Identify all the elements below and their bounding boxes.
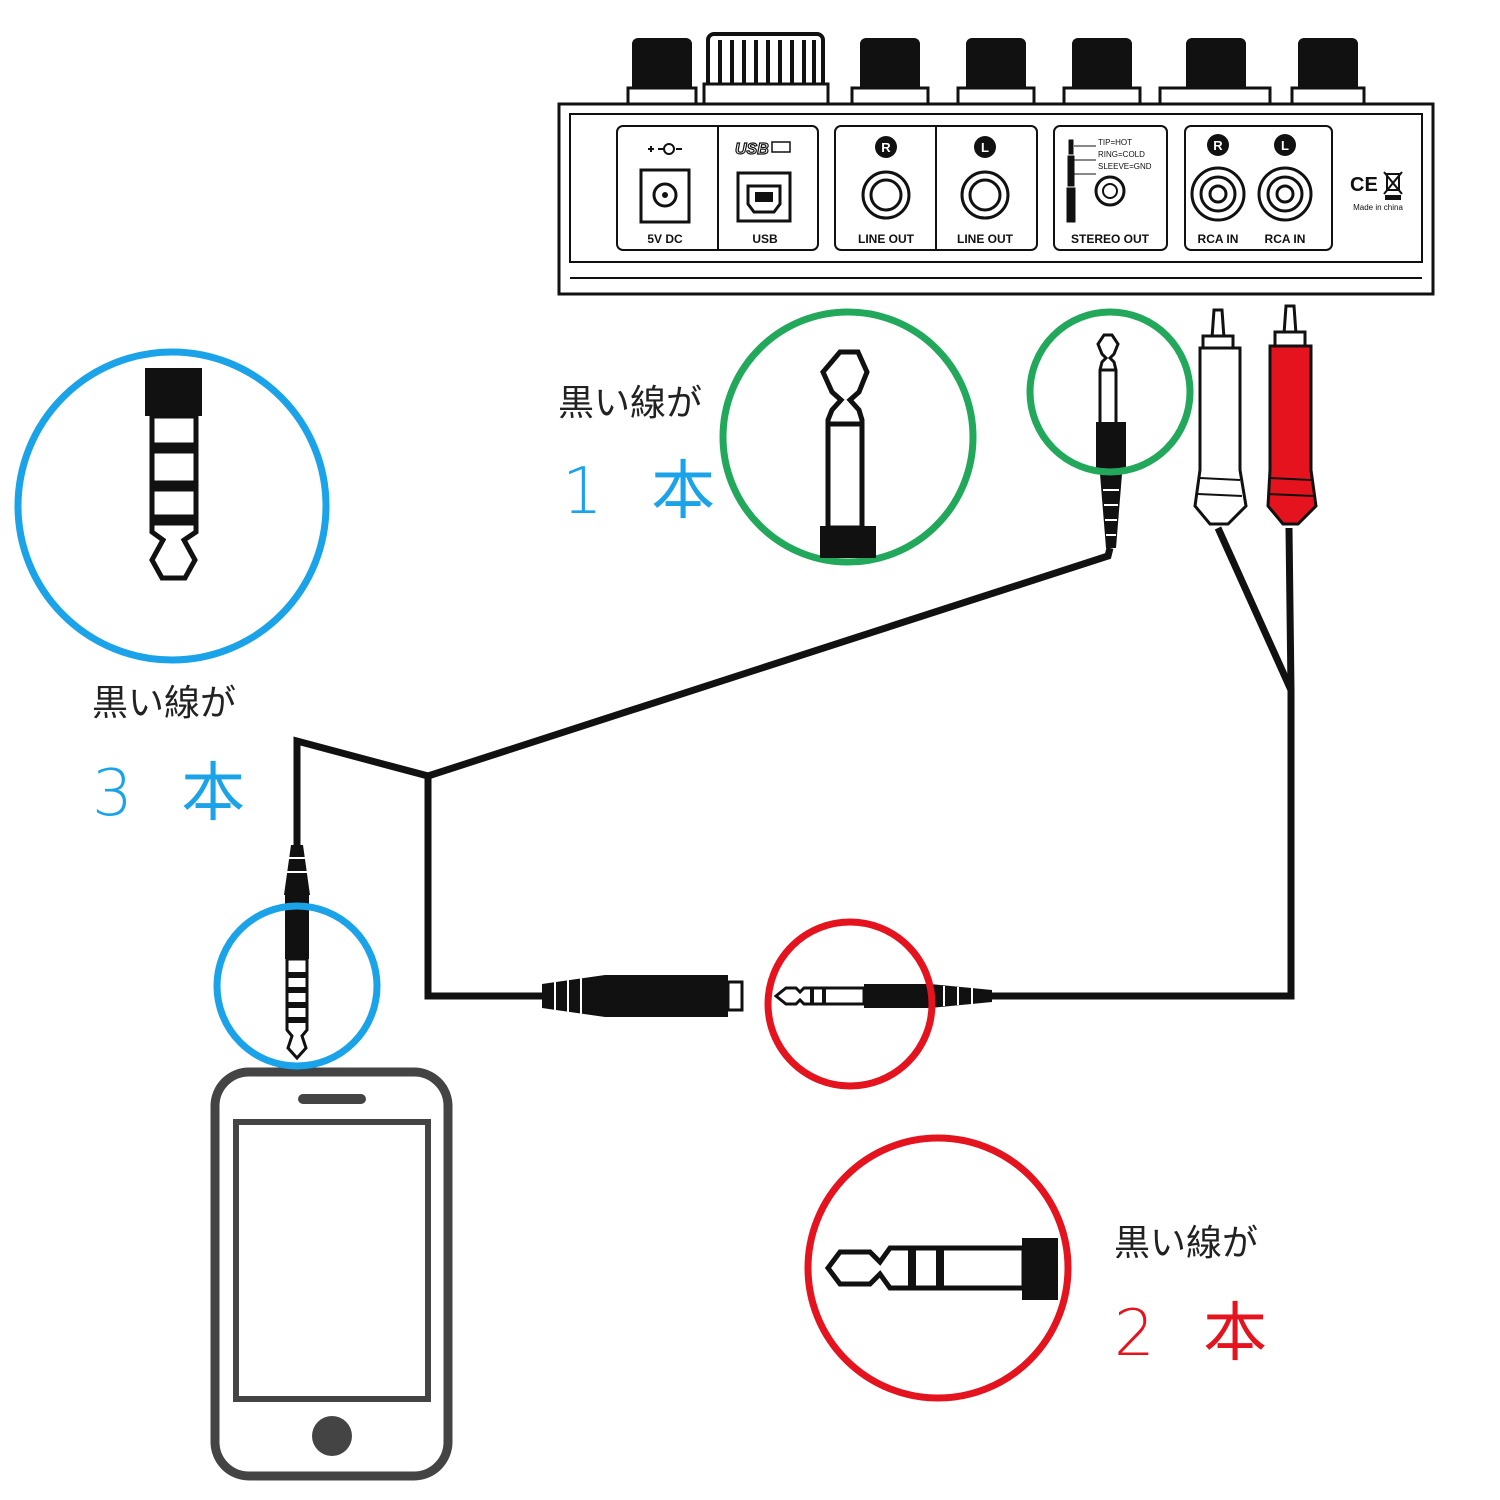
line-out-l-label: LINE OUT [957, 232, 1014, 246]
trrs-plug-icon [145, 368, 202, 581]
cables [293, 526, 1295, 1000]
trs-callout-count: 2 本 [1114, 1297, 1282, 1371]
rca-in-group: R RCA IN L RCA IN [1184, 125, 1333, 251]
knob-icon [1158, 38, 1272, 106]
ts-plug-icon [820, 349, 876, 558]
trs-legend-sleeve: SLEEVE=GND [1098, 162, 1152, 171]
trs-legend-ring: RING=COLD [1098, 150, 1145, 159]
ts-callout-count: 1 本 [562, 455, 730, 529]
trrs-cable [293, 736, 545, 1000]
rca-socket-icon [1190, 166, 1246, 222]
usb-label: USB [752, 232, 778, 246]
ts-cable [426, 547, 1114, 780]
jack-socket-icon [861, 170, 911, 220]
trrs-callout [14, 348, 330, 664]
ts-plug-icon [1096, 333, 1126, 548]
smartphone-icon [210, 1067, 453, 1481]
rca-white-cable [1214, 526, 1295, 692]
weee-bin-icon [1383, 171, 1403, 200]
dc-label: 5V DC [647, 232, 683, 246]
line-out-r-label: LINE OUT [858, 232, 915, 246]
dc-jack-icon [639, 168, 691, 224]
ts-highlight-ring [1026, 308, 1194, 476]
jack-socket-icon [960, 170, 1010, 220]
rca-in-r-label: RCA IN [1198, 232, 1239, 246]
mixer-rear-panel: 5V DC USB USB R LINE OUT L [557, 102, 1435, 296]
knob-icon [626, 38, 698, 106]
rca-in-l-badge: L [1281, 138, 1289, 153]
ce-mark: CE [1350, 174, 1378, 196]
made-in-label: Made in china [1353, 203, 1403, 212]
stereo-mini-female-adapter-icon [542, 975, 744, 1020]
knob-icon [1290, 38, 1366, 106]
trs-plug-icon [824, 1238, 1058, 1300]
stereo-out-group: TIP=HOT RING=COLD SLEEVE=GND STEREO OUT [1053, 125, 1168, 251]
usb-b-port-icon [736, 171, 792, 223]
svg-text:USB: USB [735, 141, 769, 158]
line-out-group: R LINE OUT L LINE OUT [834, 125, 1038, 251]
trs-legend-plug-icon [1066, 139, 1096, 223]
mini-jack-socket-icon [1094, 175, 1126, 207]
knob-icon [956, 38, 1036, 106]
mixer-knobs [626, 32, 1366, 106]
rca-in-r-badge: R [1213, 138, 1223, 153]
trs-legend-tip: TIP=HOT [1098, 138, 1132, 147]
line-out-r-badge: R [881, 140, 891, 155]
ts-callout [719, 308, 977, 566]
trs-callout [804, 1134, 1072, 1402]
trs-callout-note: 黒い線が [1114, 1223, 1259, 1264]
rca-socket-icon [1257, 166, 1313, 222]
trs-plug-icon [773, 984, 992, 1008]
rca-red-cable [990, 527, 1295, 1000]
line-out-l-badge: L [981, 140, 989, 155]
trrs-plug-icon [284, 845, 310, 1061]
rca-plug-icon [1266, 304, 1318, 526]
power-usb-group: 5V DC USB USB [616, 125, 819, 251]
trrs-callout-note: 黒い線が [92, 683, 237, 724]
knob-icon [850, 38, 930, 106]
ts-callout-note: 黒い線が [558, 383, 703, 424]
trs-highlight-ring [764, 918, 936, 1090]
large-knob-icon [702, 32, 830, 106]
knob-icon [1062, 38, 1142, 106]
usb-logo-icon: USB [734, 140, 791, 159]
stereo-out-label: STEREO OUT [1071, 232, 1150, 246]
trrs-callout-count: 3 本 [92, 757, 260, 831]
rca-in-l-label: RCA IN [1265, 232, 1306, 246]
trrs-highlight-ring [213, 902, 381, 1070]
rca-plug-icon [1193, 308, 1248, 526]
dc-polarity-icon [648, 143, 682, 155]
